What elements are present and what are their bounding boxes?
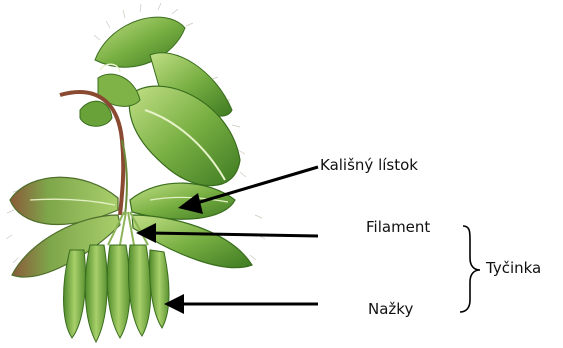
arrow-nazky <box>164 294 318 314</box>
label-kalisny-listok: Kališný lístok <box>320 156 418 174</box>
tycinka-brace <box>460 226 480 312</box>
label-filament: Filament <box>366 218 430 236</box>
achenes <box>64 245 170 342</box>
label-tycinka: Tyčinka <box>486 259 541 277</box>
label-nazky: Nažky <box>368 300 413 318</box>
